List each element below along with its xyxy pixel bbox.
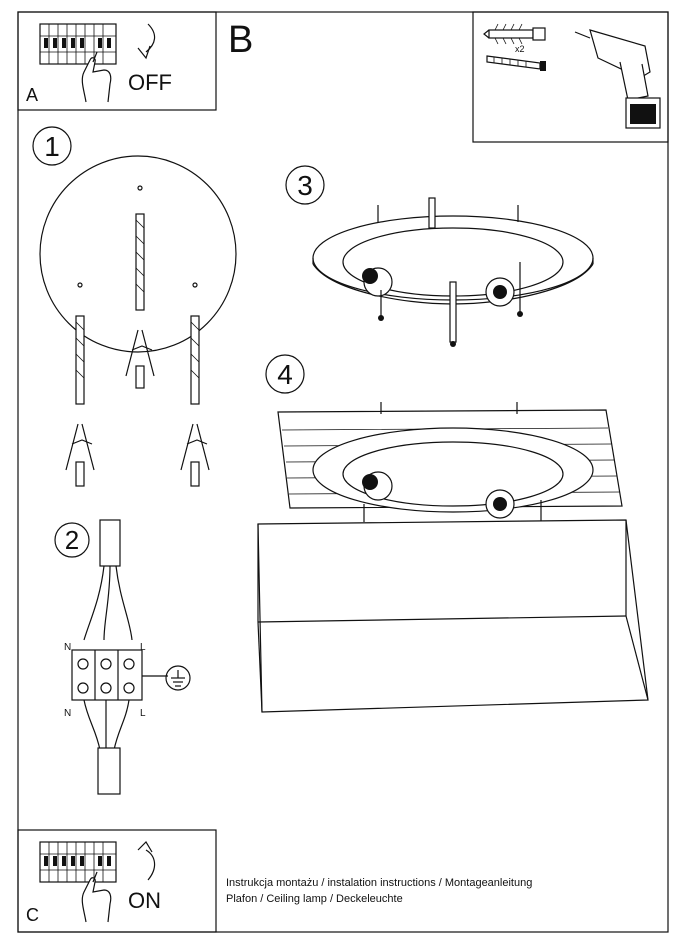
terminal-block — [71, 649, 143, 701]
screw-icon — [449, 281, 457, 347]
wire-label-n-bottom: N — [64, 708, 71, 719]
wall-plug-icon — [483, 23, 546, 45]
drilled-hole-left — [75, 282, 85, 405]
step-4: 4 — [257, 354, 649, 713]
page-frame — [17, 11, 669, 933]
circuit-breaker-icon — [39, 23, 117, 65]
cable-sheath — [99, 519, 121, 567]
wall-plug-icon — [180, 423, 210, 487]
footer-subtitle: Plafon / Ceiling lamp / Deckeleuchte — [226, 893, 403, 905]
step-3-badge — [285, 165, 325, 205]
step-1-number: 1 — [44, 131, 60, 162]
drilled-hole-right — [190, 282, 200, 405]
panel-a: OFF A — [26, 23, 172, 105]
cable-entry — [428, 197, 436, 229]
screw-icon — [378, 290, 384, 321]
curved-arrow-icon — [137, 841, 156, 881]
drill-icon — [574, 29, 661, 129]
ground-icon — [165, 665, 191, 691]
panel-c-letter: C — [26, 905, 39, 925]
screw-icon — [517, 262, 523, 317]
step-2-number: 2 — [65, 525, 79, 555]
panel-c: ON C — [26, 841, 161, 925]
step-4-badge — [265, 354, 305, 394]
spotlight-left — [362, 267, 393, 297]
spotlight-left — [362, 471, 393, 501]
step-4-number: 4 — [277, 359, 293, 390]
panel-c-frame — [17, 829, 217, 933]
panel-a-letter: A — [26, 85, 38, 105]
wall-plug-icon — [65, 423, 95, 487]
spotlight-right — [485, 277, 515, 307]
hand-icon — [81, 871, 112, 923]
lamp-cable-sheath — [97, 747, 121, 795]
step-3-number: 3 — [297, 170, 313, 201]
wire-label-n-top: N — [64, 642, 71, 653]
spotlight-right — [485, 489, 515, 519]
wire-label-l-top: L — [140, 642, 146, 653]
step-1: 1 — [32, 126, 237, 487]
drilled-hole-center — [135, 185, 145, 311]
step-2-badge — [54, 522, 90, 558]
step-1-badge — [32, 126, 72, 166]
mounting-plate-inner-installed — [342, 441, 564, 507]
panel-a-frame — [17, 11, 217, 111]
wire-label-l-bottom: L — [140, 708, 146, 719]
hand-icon — [81, 51, 112, 103]
panel-a-action-label: OFF — [128, 70, 172, 95]
footer-title: Instrukcja montażu / instalation instruc… — [226, 877, 532, 889]
panel-b-tools: x2 — [483, 23, 661, 129]
quantity-label: x2 — [515, 44, 525, 54]
step-3: 3 — [285, 165, 594, 347]
wall-plug-icon — [125, 329, 155, 389]
ceiling-detail-circle — [39, 155, 237, 353]
lamp-wires — [83, 699, 130, 751]
panel-c-action-label: ON — [128, 888, 161, 913]
cable-wires — [83, 565, 133, 641]
screw-icon — [486, 55, 546, 71]
lamp-shade-box — [257, 519, 649, 713]
panel-b-tools-frame — [472, 11, 669, 143]
step-2: 2 N L N L — [54, 519, 191, 795]
panel-b-letter: B — [228, 19, 253, 61]
curved-arrow-icon — [137, 23, 156, 60]
circuit-breaker-icon — [39, 841, 117, 883]
